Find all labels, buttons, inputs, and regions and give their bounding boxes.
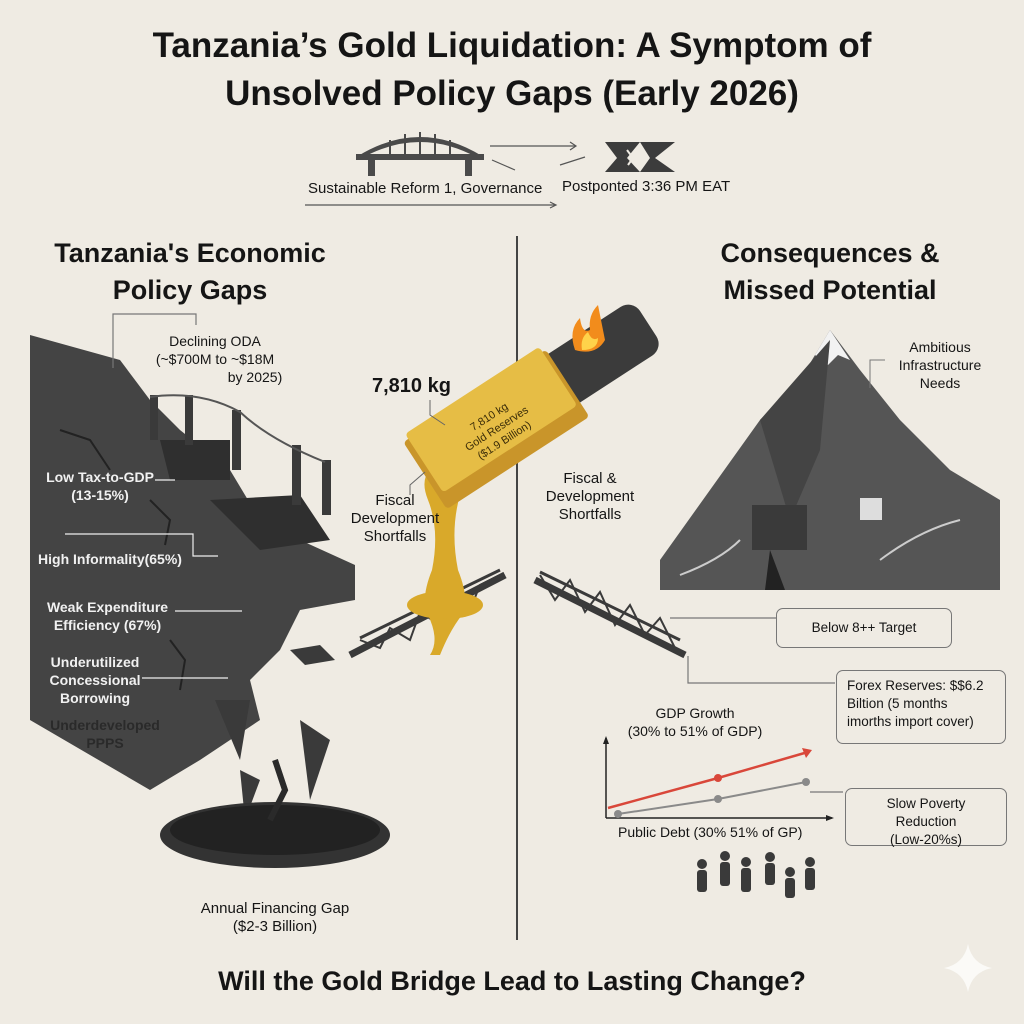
infra-line: Needs	[919, 375, 961, 391]
poverty-box: Slow Poverty Reduction (Low-20%s)	[845, 788, 1007, 847]
mountain-infrastructure-illustration	[660, 330, 1000, 590]
public-debt-label: Public Debt (30% 51% of GP)	[618, 824, 803, 840]
oda-connector	[112, 313, 197, 368]
gdp-line: GDP Growth	[655, 705, 735, 721]
crumbling-cliff-illustration	[30, 335, 390, 868]
oda-line: Declining ODA	[169, 333, 261, 349]
financing-gap-line: ($2-3 Billion)	[232, 918, 318, 935]
gap-arrows	[65, 479, 242, 679]
caption-line: Shortfalls	[363, 528, 427, 545]
caption-line: Shortfalls	[558, 506, 622, 523]
right-heading: Consequences & Missed Potential	[660, 235, 1000, 309]
financing-gap-label: Annual Financing Gap ($2-3 Billion)	[165, 900, 385, 936]
bridge-icon	[356, 132, 484, 176]
gap-ppps: Underdeveloped PPPS	[30, 716, 180, 752]
financing-gap-line: Annual Financing Gap	[200, 900, 350, 917]
oda-line: (~$700M to ~$18M	[155, 351, 275, 367]
gap-low-tax: Low Tax-to-GDP (13-15%)	[30, 468, 170, 504]
subheader-right: Postponted 3:36 PM EAT	[562, 178, 731, 195]
gap-line: Underdeveloped PPPS	[50, 717, 160, 751]
infrastructure-label: Ambitious Infrastructure Needs	[880, 338, 1000, 392]
main-title: Tanzania’s Gold Liquidation: A Symptom o…	[0, 22, 1024, 118]
title-line-2: Unsolved Policy Gaps (Early 2026)	[225, 74, 799, 113]
left-heading-line-1: Tanzania's Economic	[54, 238, 326, 268]
gap-concessional: Underutilized Concessional Borrowing	[45, 653, 145, 707]
gap-line: Efficiency (67%)	[53, 617, 162, 633]
subheader-arrows	[305, 141, 586, 209]
gold-weight-label: 7,810 kg	[372, 375, 451, 397]
forex-line: Biltion (5 months	[847, 696, 948, 711]
gap-line: Weak Expenditure	[46, 599, 169, 615]
broken-x-icon	[605, 142, 675, 172]
gold-connectors	[409, 400, 446, 495]
infra-line: Ambitious	[909, 339, 971, 355]
right-heading-line-2: Missed Potential	[723, 275, 937, 305]
gap-line: Underutilized	[50, 654, 140, 670]
right-heading-line-1: Consequences &	[720, 238, 940, 268]
gdp-growth-label: GDP Growth (30% to 51% of GDP)	[610, 704, 780, 740]
gap-line: Low Tax-to-GDP	[46, 469, 154, 485]
subheader-left: Sustainable Reform 1, Governance	[308, 180, 543, 197]
gap-line: Concessional	[49, 672, 141, 688]
left-heading: Tanzania's Economic Policy Gaps	[30, 235, 350, 309]
gap-informality: High Informality(65%)	[30, 550, 190, 568]
gap-line: Borrowing	[60, 690, 130, 706]
right-shortfalls-caption: Fiscal & Development Shortfalls	[530, 470, 650, 524]
gdp-line: (30% to 51% of GDP)	[627, 723, 763, 739]
caption-line: Fiscal &	[563, 470, 617, 487]
infra-line: Infrastructure	[898, 357, 982, 373]
caption-line: Development	[350, 510, 440, 527]
left-heading-line-2: Policy Gaps	[112, 275, 268, 305]
forex-line: Forex Reserves: $$6.2	[847, 678, 984, 693]
footer-question: Will the Gold Bridge Lead to Lasting Cha…	[218, 966, 806, 996]
people-icon-group	[697, 851, 815, 898]
forex-line: imorths import cover)	[847, 714, 974, 729]
title-line-1: Tanzania’s Gold Liquidation: A Symptom o…	[152, 26, 872, 65]
poverty-line: (Low-20%s)	[889, 832, 963, 847]
sparkle-icon	[944, 944, 992, 992]
declining-oda-label: Declining ODA (~$700M to ~$18M by 2025)	[115, 332, 315, 386]
broken-truss-bridge	[348, 568, 687, 659]
poverty-line: Slow Poverty Reduction	[886, 796, 966, 829]
mini-trend-chart	[603, 736, 834, 821]
gap-line: High Informality(65%)	[38, 551, 182, 567]
caption-line: Fiscal	[375, 492, 415, 509]
left-shortfalls-caption: Fiscal Development Shortfalls	[340, 492, 450, 546]
caption-line: Development	[545, 488, 635, 505]
consequence-connectors	[670, 617, 843, 793]
gap-line: (13-15%)	[71, 487, 129, 503]
gap-expenditure: Weak Expenditure Efficiency (67%)	[40, 598, 175, 634]
forex-box: Forex Reserves: $$6.2 Biltion (5 months …	[836, 670, 1006, 744]
oda-line: by 2025)	[227, 369, 283, 385]
gold-bar-illustration	[404, 304, 659, 508]
target-box: Below 8++ Target	[776, 608, 952, 648]
